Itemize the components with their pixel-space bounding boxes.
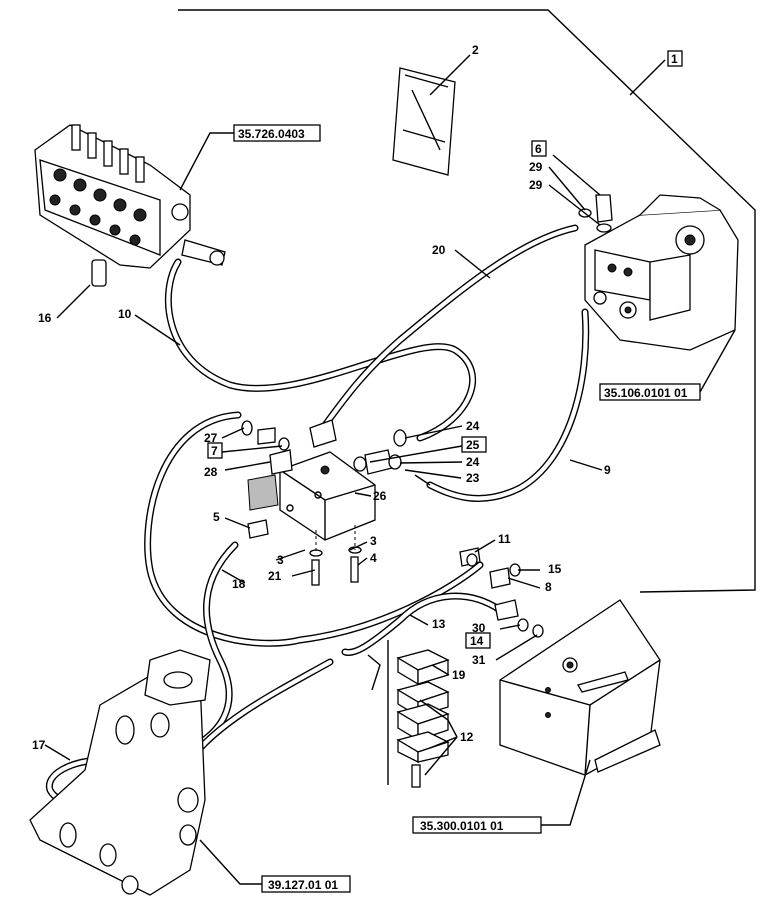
callout-21: 21 [268,569,282,583]
callout-11: 11 [498,532,511,546]
manifold-block [241,419,544,638]
ref-box-tank [412,816,542,834]
fitting-5 [247,519,269,539]
callout-12: 12 [460,730,474,744]
callout-9: 9 [604,463,611,477]
callout-24b: 24 [466,455,480,469]
callout-28: 28 [204,465,218,479]
hydraulic-pump [578,194,739,351]
ref-label-tank: 35.300.0101 01 [420,819,504,833]
callout-25: 25 [466,438,480,452]
callout-14: 14 [470,634,484,648]
ref-box-pump [599,383,701,401]
o-ring-27 [241,420,253,436]
ref-label-pump: 35.106.0101 01 [604,386,688,400]
o-ring-29b [596,223,612,233]
fitting-16 [91,259,107,287]
hose-9 [426,308,590,502]
callout-16: 16 [38,311,52,325]
hose-10 [164,258,476,442]
loader-frame [29,649,211,896]
callout-8: 8 [545,580,552,594]
callout-13: 13 [432,617,446,631]
callout-19: 19 [452,668,466,682]
ref-label-1: 1 [671,52,678,66]
callout-7: 7 [211,444,218,458]
callout-23: 23 [466,471,480,485]
hose-20 [316,224,579,436]
callout-2: 2 [472,43,479,57]
leader-lines [44,54,736,885]
callout-6: 6 [535,142,542,156]
callouts: 1 35.726.0403 35.106.0101 01 35.300.0101… [32,43,701,893]
ref-label-frame: 39.127.01 01 [268,878,338,892]
callout-29a: 29 [529,160,543,174]
clamp-set [367,640,450,788]
ref-box-valve [233,124,321,142]
callout-30: 30 [472,621,486,635]
ref-label-valve: 35.726.0403 [238,127,305,141]
manual-booklet [392,67,456,176]
control-valve [34,124,226,287]
hydraulic-tank [499,599,661,776]
o-ring-24a [393,429,407,447]
ref-box-1 [667,50,683,67]
callout-29b: 29 [529,178,543,192]
ref-box-frame [261,875,351,893]
callout-4: 4 [370,551,377,565]
callout-5: 5 [213,510,220,524]
callout-31: 31 [472,653,486,667]
callout-24a: 24 [466,419,480,433]
callout-20: 20 [432,243,446,257]
callout-10: 10 [118,307,132,321]
callout-18: 18 [232,577,246,591]
fitting-6 [595,194,613,223]
callout-3a: 3 [277,553,284,567]
kit-outline-line [178,9,756,593]
callout-27: 27 [204,431,218,445]
callout-3b: 3 [370,534,377,548]
callout-26: 26 [373,489,387,503]
callout-15: 15 [548,562,562,576]
callout-17: 17 [32,738,46,752]
